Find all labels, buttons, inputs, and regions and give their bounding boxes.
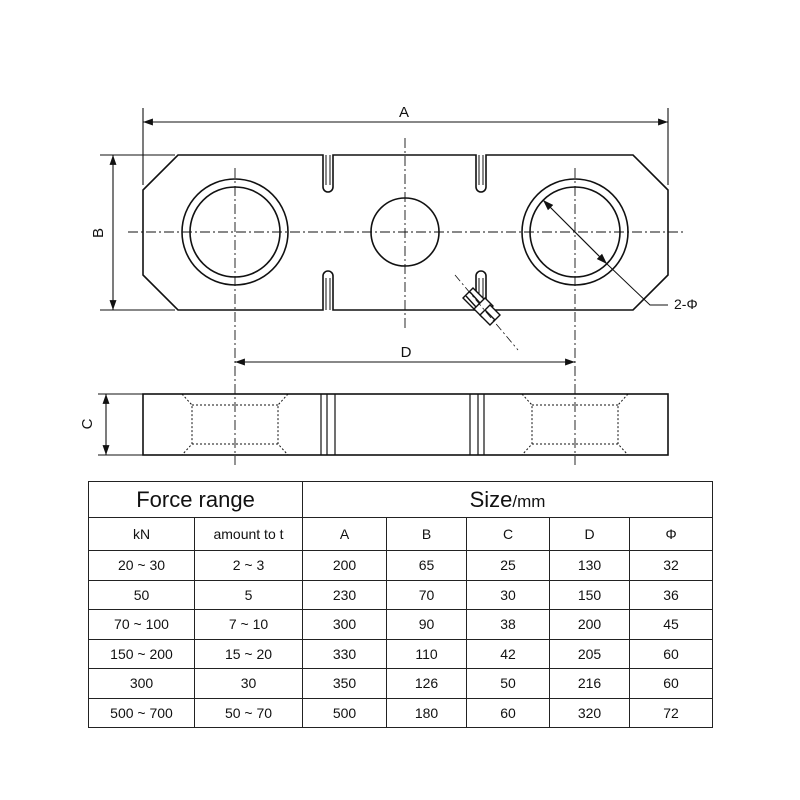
col-header-kn: kN (88, 517, 195, 551)
cell-kn: 300 (88, 668, 195, 699)
cell-a: 500 (302, 697, 387, 728)
size-header-label: Size (469, 486, 513, 512)
cell-c: 42 (466, 638, 550, 669)
load-cell-drawing: A B D C 2-Φ (79, 104, 698, 465)
size-unit: /mm (512, 491, 546, 511)
force-range-header: Force range (88, 481, 303, 518)
table-row: 150 ~ 200 15 ~ 20 330 110 42 205 60 (88, 638, 714, 669)
col-header-a: A (302, 517, 387, 551)
dim-label-a: A (399, 104, 409, 121)
cell-phi: 72 (628, 697, 714, 728)
col-header-d: D (549, 517, 630, 551)
top-view (128, 138, 685, 465)
cell-phi: 45 (628, 609, 714, 640)
cable-connector (454, 274, 519, 351)
dim-label-d: D (401, 344, 412, 361)
cell-c: 60 (466, 697, 550, 728)
col-header-b: B (386, 517, 467, 551)
size-header: Size/mm (301, 481, 714, 518)
table-row: 50 5 230 70 30 150 36 (88, 579, 714, 610)
dim-label-hole: 2-Φ (674, 296, 698, 312)
col-header-c: C (466, 517, 550, 551)
cell-d: 200 (549, 609, 630, 640)
cell-kn: 50 (88, 579, 195, 610)
cell-c: 50 (466, 668, 550, 699)
cell-d: 216 (549, 668, 630, 699)
cell-b: 70 (386, 579, 467, 610)
cell-t: 7 ~ 10 (194, 609, 303, 640)
cell-kn: 500 ~ 700 (88, 697, 195, 728)
cell-t: 2 ~ 3 (194, 550, 303, 581)
cell-d: 150 (549, 579, 630, 610)
cell-kn: 20 ~ 30 (88, 550, 195, 581)
cell-phi: 36 (628, 579, 714, 610)
col-header-phi: Φ (628, 517, 714, 551)
cell-a: 200 (302, 550, 387, 581)
cell-b: 90 (386, 609, 467, 640)
cell-b: 180 (386, 697, 467, 728)
dim-label-c: C (79, 418, 96, 429)
cell-t: 5 (194, 579, 303, 610)
table-row: 300 30 350 126 50 216 60 (88, 668, 714, 699)
table-row: 70 ~ 100 7 ~ 10 300 90 38 200 45 (88, 609, 714, 640)
side-view (142, 393, 669, 456)
cell-c: 25 (466, 550, 550, 581)
cell-phi: 32 (628, 550, 714, 581)
cell-t: 30 (194, 668, 303, 699)
plate-outline (142, 154, 669, 311)
cell-t: 15 ~ 20 (194, 638, 303, 669)
cell-b: 126 (386, 668, 467, 699)
cell-a: 350 (302, 668, 387, 699)
specification-table: Force range Size/mm kN amount to t A B C… (88, 481, 714, 728)
cell-phi: 60 (628, 668, 714, 699)
table-row: 500 ~ 700 50 ~ 70 500 180 60 320 72 (88, 697, 714, 728)
cell-a: 300 (302, 609, 387, 640)
cell-d: 320 (549, 697, 630, 728)
cell-b: 110 (386, 638, 467, 669)
table-row: 20 ~ 30 2 ~ 3 200 65 25 130 32 (88, 550, 714, 581)
cell-phi: 60 (628, 638, 714, 669)
col-header-amount: amount to t (194, 517, 303, 551)
dim-label-b: B (90, 228, 107, 238)
cell-kn: 70 ~ 100 (88, 609, 195, 640)
cell-a: 330 (302, 638, 387, 669)
cell-d: 205 (549, 638, 630, 669)
cell-c: 30 (466, 579, 550, 610)
cell-d: 130 (549, 550, 630, 581)
cell-b: 65 (386, 550, 467, 581)
cell-kn: 150 ~ 200 (88, 638, 195, 669)
cell-c: 38 (466, 609, 550, 640)
cell-a: 230 (302, 579, 387, 610)
cell-t: 50 ~ 70 (194, 697, 303, 728)
